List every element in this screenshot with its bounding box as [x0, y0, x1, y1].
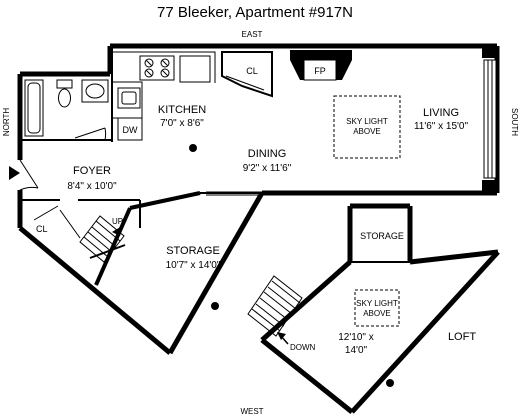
loft-skylight — [354, 289, 400, 327]
kitchen-closet — [221, 51, 273, 98]
loft-size-line-1: 12'10" x — [338, 332, 373, 343]
compass-south-label: SOUTH — [510, 108, 519, 136]
wall-pier-bottom — [482, 180, 497, 193]
bathtub — [24, 79, 44, 137]
living-skylight — [333, 95, 401, 159]
foyer-closet-label: CL — [36, 224, 48, 234]
outer-walls — [17, 43, 500, 355]
stair-down — [247, 275, 303, 337]
loft-skylight-label-2: ABOVE — [363, 309, 391, 318]
loft-skylight-label-1: SKY LIGHT — [356, 299, 398, 308]
foyer-name: FOYER — [73, 165, 111, 177]
kitchen-closet-label: CL — [246, 66, 258, 76]
interior-walls — [20, 46, 262, 286]
kitchen-sink — [117, 87, 141, 109]
stair-up-label: UP — [112, 217, 123, 226]
stair-up-arrow-icon — [112, 226, 122, 236]
sliding-door — [206, 191, 262, 196]
dishwasher — [117, 117, 143, 141]
living-size: 11'6" x 15'0" — [414, 121, 469, 132]
light-fixture-kitchen — [189, 144, 197, 152]
storage-size: 10'7" x 14'0" — [166, 260, 221, 271]
compass-north-label: NORTH — [2, 108, 11, 137]
entry-arrow-icon — [9, 166, 20, 180]
living-skylight-label-2: ABOVE — [353, 127, 381, 136]
light-fixture-loft — [386, 379, 394, 387]
toilet — [56, 79, 73, 108]
foyer-size: 8'4" x 10'0" — [67, 181, 117, 192]
fridge — [179, 55, 211, 83]
loft-walls — [260, 203, 500, 414]
compass-east-label: EAST — [242, 30, 263, 39]
dining-size: 9'2" x 11'6" — [243, 163, 292, 174]
wall-pier-top — [482, 46, 497, 58]
dining-name: DINING — [248, 148, 287, 160]
fireplace — [290, 50, 352, 81]
living-name: LIVING — [423, 107, 459, 119]
loft-size-line-2: 14'0" — [345, 345, 368, 356]
kitchen-name: KITCHEN — [158, 104, 206, 116]
south-window — [483, 59, 497, 179]
light-fixture-storage — [211, 302, 219, 310]
entry-door — [19, 159, 39, 191]
loft-storage-label: STORAGE — [360, 231, 404, 241]
stair-up — [79, 215, 125, 263]
bathroom-sink — [81, 79, 109, 103]
foyer-closet — [33, 205, 81, 239]
storage-name: STORAGE — [166, 245, 220, 257]
kitchen-size: 7'0" x 8'6" — [160, 118, 204, 129]
living-skylight-label-1: SKY LIGHT — [346, 117, 388, 126]
plan-title: 77 Bleeker, Apartment #917N — [157, 4, 353, 21]
stove — [139, 55, 175, 81]
stair-down-label: DOWN — [290, 343, 316, 352]
fireplace-label: FP — [314, 66, 326, 76]
dishwasher-label: DW — [123, 125, 138, 135]
stair-down-arrow-icon — [277, 332, 286, 340]
compass-west-label: WEST — [240, 407, 263, 416]
loft-name: LOFT — [448, 331, 476, 343]
bathroom-door — [74, 127, 107, 141]
